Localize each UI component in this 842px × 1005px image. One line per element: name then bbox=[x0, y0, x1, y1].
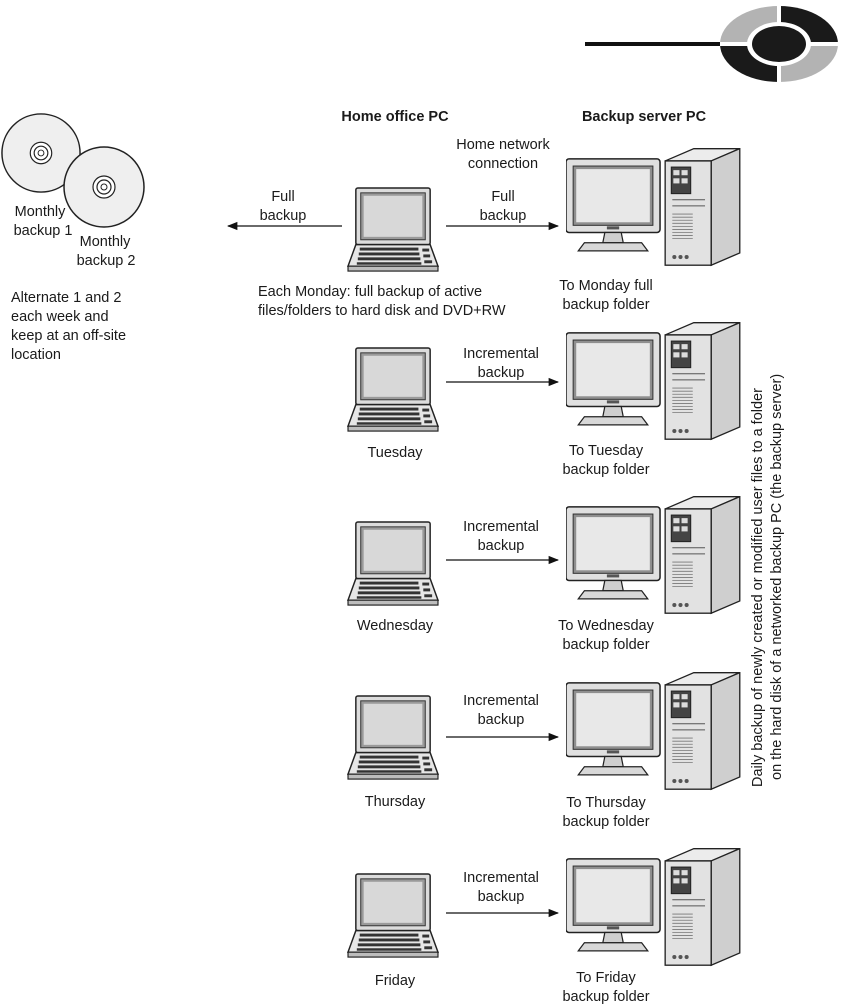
full-backup-left-line2: backup bbox=[260, 208, 307, 224]
wednesday-row: Incremental backup Wednesday To Wednesda… bbox=[347, 496, 741, 653]
side-note-line2: on the hard disk of a networked backup P… bbox=[769, 374, 785, 780]
tuesday-laptop-icon bbox=[347, 347, 439, 432]
wednesday-day-label: Wednesday bbox=[357, 618, 434, 634]
disc2-label-line1: Monthly bbox=[80, 234, 132, 250]
friday-dest-line1: To Friday bbox=[576, 970, 636, 986]
monday-caption-line2: files/folders to hard disk and DVD+RW bbox=[258, 303, 506, 319]
backup-server-pc-icon bbox=[566, 148, 741, 266]
side-note-line1: Daily backup of newly created or modifie… bbox=[750, 388, 766, 787]
full-backup-left-line1: Full bbox=[271, 189, 294, 205]
disc-note-line1: Alternate 1 and 2 bbox=[11, 290, 121, 306]
tuesday-dest-line1: To Tuesday bbox=[569, 443, 644, 459]
wednesday-dest-line1: To Wednesday bbox=[558, 618, 654, 634]
monday-dest-line1: To Monday full bbox=[559, 278, 653, 294]
home-office-laptop-icon bbox=[347, 187, 439, 272]
header-home-office-pc: Home office PC bbox=[341, 109, 449, 125]
tuesday-row: Incremental backup Tuesday To Tuesday ba… bbox=[347, 322, 741, 478]
wednesday-dest-line2: backup folder bbox=[562, 637, 649, 653]
full-backup-right-line2: backup bbox=[480, 208, 527, 224]
disc1-label-line1: Monthly bbox=[15, 204, 67, 220]
wednesday-laptop-icon bbox=[347, 521, 439, 606]
tuesday-server-icon bbox=[566, 322, 741, 440]
network-label-line2: connection bbox=[468, 156, 538, 172]
wednesday-arrow-line2: backup bbox=[478, 538, 525, 554]
decorative-emblem bbox=[585, 6, 838, 82]
wednesday-arrow-line1: Incremental bbox=[463, 519, 539, 535]
tuesday-day-label: Tuesday bbox=[367, 445, 423, 461]
tuesday-arrow-line2: backup bbox=[478, 365, 525, 381]
friday-laptop-icon bbox=[347, 873, 439, 958]
wednesday-server-icon bbox=[566, 496, 741, 614]
disc-note-line4: location bbox=[11, 347, 61, 363]
tuesday-arrow-line1: Incremental bbox=[463, 346, 539, 362]
thursday-laptop-icon bbox=[347, 695, 439, 780]
thursday-dest-line1: To Thursday bbox=[566, 795, 646, 811]
disc-note-line3: keep at an off-site bbox=[11, 328, 126, 344]
network-label-line1: Home network bbox=[456, 137, 550, 153]
monthly-disc-2-icon bbox=[63, 146, 145, 228]
friday-arrow-line2: backup bbox=[478, 889, 525, 905]
thursday-dest-line2: backup folder bbox=[562, 814, 649, 830]
header-backup-server-pc: Backup server PC bbox=[582, 109, 707, 125]
friday-arrow-line1: Incremental bbox=[463, 870, 539, 886]
disc-note-line2: each week and bbox=[11, 309, 109, 325]
friday-server-icon bbox=[566, 848, 741, 966]
thursday-row: Incremental backup Thursday To Thursday … bbox=[347, 672, 741, 830]
friday-day-label: Friday bbox=[375, 973, 416, 989]
thursday-server-icon bbox=[566, 672, 741, 790]
monday-dest-line2: backup folder bbox=[562, 297, 649, 313]
monday-caption-line1: Each Monday: full backup of active bbox=[258, 284, 482, 300]
thursday-arrow-line2: backup bbox=[478, 712, 525, 728]
friday-row: Incremental backup Friday To Friday back… bbox=[347, 848, 741, 1005]
tuesday-dest-line2: backup folder bbox=[562, 462, 649, 478]
full-backup-right-line1: Full bbox=[491, 189, 514, 205]
friday-dest-line2: backup folder bbox=[562, 989, 649, 1005]
disc1-label-line2: backup 1 bbox=[14, 223, 73, 239]
disc2-label-line2: backup 2 bbox=[77, 253, 136, 269]
side-note: Daily backup of newly created or modifie… bbox=[750, 374, 785, 787]
thursday-day-label: Thursday bbox=[365, 794, 426, 810]
thursday-arrow-line1: Incremental bbox=[463, 693, 539, 709]
